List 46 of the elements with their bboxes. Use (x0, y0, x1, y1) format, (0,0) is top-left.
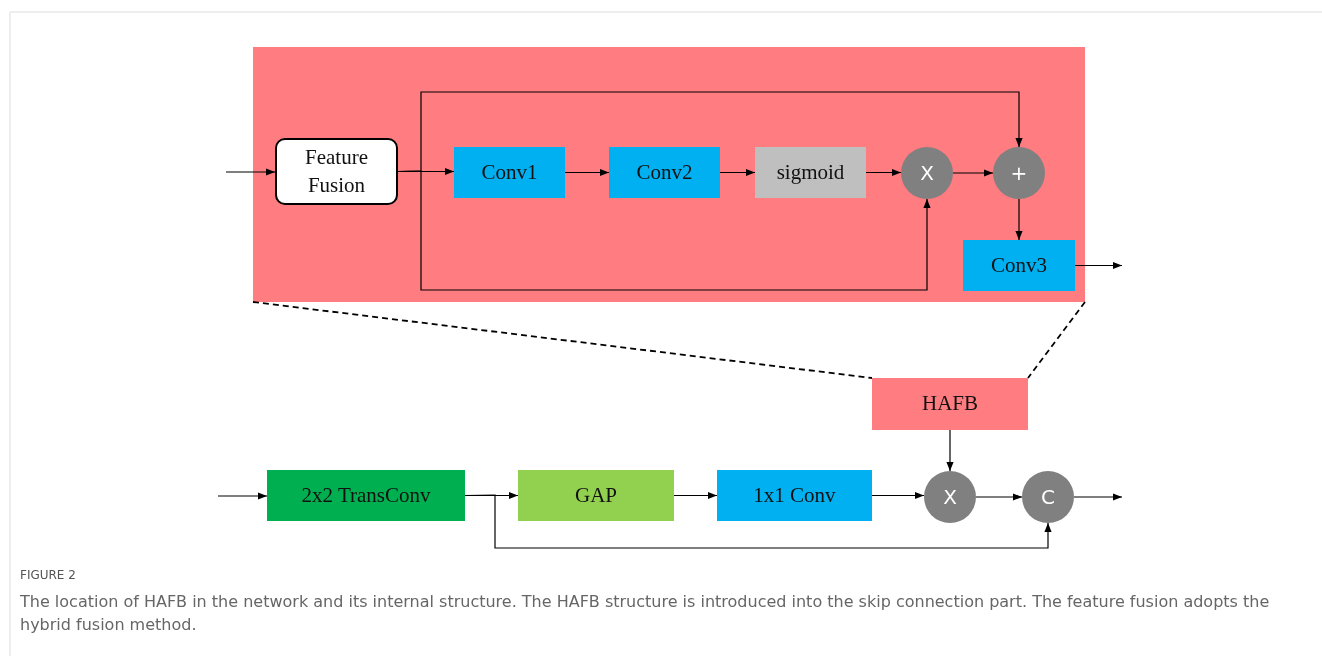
arrow (673, 491, 718, 500)
process-box (609, 147, 720, 198)
arrow (217, 492, 268, 500)
arrow (719, 168, 756, 177)
box-label: 2x2 TransConv (301, 481, 431, 509)
process-box (454, 147, 565, 198)
arrow (975, 493, 1023, 501)
box-label: + (1010, 160, 1028, 186)
figure-caption: The location of HAFB in the network and its internal structure. The HAFB structure is introduced into the skip connection part. The feature fusion adopts the hybrid fusion method. (20, 591, 1271, 636)
box-label: X (920, 160, 934, 186)
box-label: 1x1 Conv (753, 481, 836, 509)
operator-circle (924, 471, 976, 523)
arrow (865, 168, 902, 177)
arrow (1015, 198, 1023, 241)
process-box (963, 240, 1075, 291)
box-label: Conv3 (991, 251, 1047, 279)
dashed-zoom-line (1027, 301, 1086, 379)
process-box (518, 470, 674, 521)
figure-title: FIGURE 2 (20, 568, 76, 582)
dashed-zoom-line (252, 301, 873, 379)
process-box (267, 470, 465, 521)
box-label: Feature Fusion (304, 144, 369, 199)
process-box (717, 470, 872, 521)
box-label: Conv2 (636, 158, 693, 186)
operator-circle (993, 147, 1045, 199)
arrow (564, 168, 610, 177)
operator-circle (1022, 471, 1074, 523)
box-label: GAP (575, 481, 617, 509)
box-label: Conv1 (481, 158, 538, 186)
process-box (755, 147, 866, 198)
arrow (397, 170, 931, 291)
arrow (1073, 493, 1123, 501)
arrow (871, 491, 925, 500)
box-label: X (943, 484, 957, 510)
box-label: C (1041, 484, 1055, 510)
arrow (225, 168, 276, 176)
operator-circle (901, 147, 953, 199)
arrow (946, 429, 954, 472)
highlight-panel (253, 47, 1085, 302)
arrow (952, 169, 994, 177)
box-label: HAFB (922, 390, 978, 418)
process-box (275, 138, 398, 205)
process-box (872, 378, 1028, 430)
box-label: sigmoid (776, 158, 845, 186)
arrow (1074, 261, 1123, 270)
arrow (464, 494, 1052, 549)
